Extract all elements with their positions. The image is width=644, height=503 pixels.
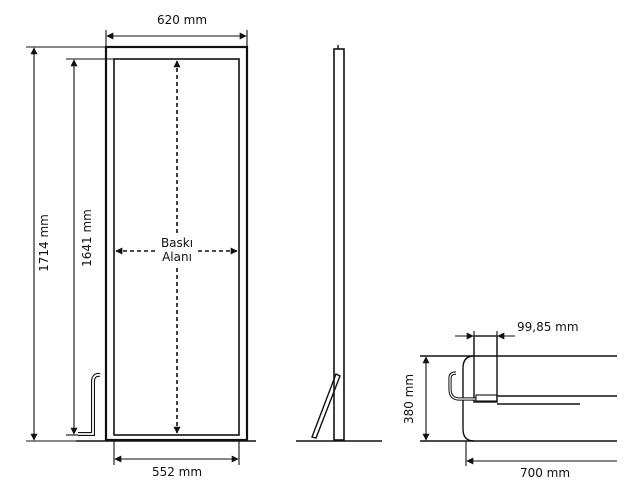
print-area-arrows (115, 60, 238, 434)
outer-frame (104, 45, 249, 442)
base-detail (420, 335, 617, 442)
label-front-height-outer: 1714 mm (37, 214, 51, 272)
print-area-frame (113, 58, 240, 436)
label-detail-height: 380 mm (402, 374, 416, 424)
label-front-width-top: 620 mm (157, 13, 207, 27)
dim-front-width-top (105, 30, 248, 47)
side-view (296, 45, 382, 442)
label-print-area-line1: Baskı (161, 236, 193, 250)
label-detail-depth: 700 mm (520, 466, 570, 480)
dim-detail-thickness (455, 331, 515, 356)
dim-front-height-outer (26, 46, 106, 442)
label-print-area-line2: Alanı (162, 250, 192, 264)
dim-front-height-inner (66, 58, 114, 436)
side-kickstand (311, 373, 341, 439)
front-support-hook (78, 372, 101, 436)
label-detail-thickness: 99,85 mm (517, 320, 579, 334)
dim-front-width-bottom (113, 441, 240, 465)
detail-post (473, 335, 498, 403)
label-front-height-inner: 1641 mm (80, 209, 94, 267)
label-front-width-bottom: 552 mm (152, 465, 202, 479)
side-panel (333, 48, 345, 441)
front-view (76, 45, 256, 442)
dim-detail-depth (465, 441, 617, 466)
